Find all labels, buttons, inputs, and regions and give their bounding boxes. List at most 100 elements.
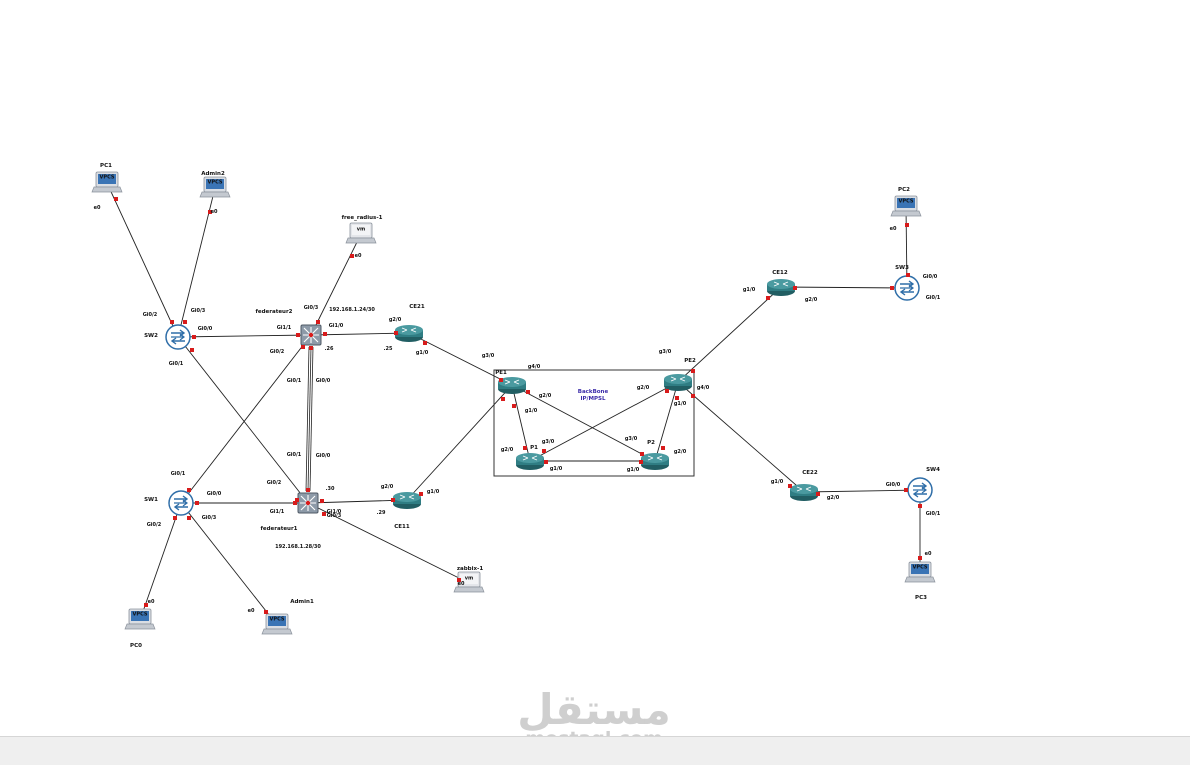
port-label-ce11_g20: g2/0 <box>381 484 394 490</box>
label-sw1: SW1 <box>144 497 158 503</box>
node-p1[interactable] <box>515 452 545 471</box>
port-label-ce22_g20: g2/0 <box>827 495 840 501</box>
port-dot-federateur1 <box>320 499 324 503</box>
link-pe2-ce22[interactable] <box>677 381 805 493</box>
link-federateur2-federateur1-2[interactable] <box>309 346 314 492</box>
node-ce22[interactable] <box>789 483 819 502</box>
label-pc1: PC1 <box>100 163 112 169</box>
link-p1-pe2[interactable] <box>529 381 679 462</box>
link-p2-pe2[interactable] <box>654 381 679 462</box>
label-admin1: Admin1 <box>290 599 314 605</box>
port-dot-federateur2 <box>316 320 320 324</box>
node-federateur1[interactable] <box>297 492 319 514</box>
port-dot-pe1 <box>501 397 505 401</box>
router-icon <box>392 491 422 510</box>
link-pe1-p1[interactable] <box>511 384 531 462</box>
vm-icon-text: vm <box>357 227 365 233</box>
link-pe2-ce12[interactable] <box>677 286 782 383</box>
link-ce12-sw3[interactable] <box>780 286 908 289</box>
link-sw1-admin1[interactable] <box>180 502 278 626</box>
link-federateur1-zabbix[interactable] <box>307 502 470 584</box>
router-icon <box>766 278 796 297</box>
port-label-pe1_g20: g2/0 <box>539 393 552 399</box>
label-federateur2: federateur2 <box>255 309 292 315</box>
link-sw1-pc0[interactable] <box>139 502 182 621</box>
port-dot-ce11 <box>391 498 395 502</box>
node-p2[interactable] <box>640 452 670 471</box>
port-dot-free_radius <box>350 254 354 258</box>
node-admin1[interactable]: VPCS <box>261 613 293 635</box>
port-label-sw1_g002: Gi0/2 <box>147 522 162 528</box>
node-pc3[interactable]: VPCS <box>904 561 936 583</box>
node-sw3[interactable] <box>894 275 920 301</box>
link-federateur2-federateur1-1[interactable] <box>307 346 312 492</box>
port-dot-federateur2 <box>296 333 300 337</box>
label-pc3: PC3 <box>915 595 927 601</box>
node-federateur2[interactable] <box>300 324 322 346</box>
port-label-fed2_g01: Gi0/1 <box>287 378 302 384</box>
status-bar <box>0 736 1190 765</box>
backbone-subtitle: IP/MPSL <box>580 396 606 402</box>
label-p2: P2 <box>647 440 655 446</box>
port-dot-trunk <box>309 346 313 350</box>
label-pe1: PE1 <box>495 370 507 376</box>
port-label-pc0_e0: e0 <box>148 599 155 605</box>
port-dot-admin2 <box>208 210 212 214</box>
label-pc2: PC2 <box>898 187 910 193</box>
node-sw1[interactable] <box>168 490 194 516</box>
port-label-sw2_g002: Gi0/2 <box>143 312 158 318</box>
node-sw2[interactable] <box>165 324 191 350</box>
link-free_radius-federateur2[interactable] <box>310 233 362 336</box>
label-sw3: SW3 <box>895 265 909 271</box>
port-label-pe1_g30: g3/0 <box>482 353 495 359</box>
link-federateur2-federateur1-0[interactable] <box>305 346 310 492</box>
link-federateur1-ce11[interactable] <box>307 499 408 504</box>
node-free_radius[interactable]: vm <box>345 222 377 244</box>
link-ce21-pe1[interactable] <box>408 332 513 386</box>
port-label-sw2_g001: Gi0/1 <box>169 361 184 367</box>
node-ce21[interactable] <box>394 324 424 343</box>
router-icon <box>640 452 670 471</box>
link-ce11-pe1[interactable] <box>406 384 513 501</box>
port-label-pe2_g20: g2/0 <box>637 385 650 391</box>
link-sw2-federateur1[interactable] <box>177 336 309 504</box>
node-ce11[interactable] <box>392 491 422 510</box>
port-dot-ce11 <box>419 492 423 496</box>
link-sw2-federateur2[interactable] <box>177 334 312 338</box>
node-ce12[interactable] <box>766 278 796 297</box>
link-pc1-sw2[interactable] <box>106 182 179 338</box>
router-icon <box>515 452 545 471</box>
label-sw2: SW2 <box>144 333 158 339</box>
port-label-ce11_ip: .29 <box>377 510 386 516</box>
port-dot-p1 <box>542 449 546 453</box>
link-federateur2-ce21[interactable] <box>310 332 410 336</box>
node-sw4[interactable] <box>907 477 933 503</box>
node-pc2[interactable]: VPCS <box>890 195 922 217</box>
node-admin2[interactable]: VPCS <box>199 176 231 198</box>
node-pe2[interactable] <box>663 373 693 392</box>
node-pc0[interactable]: VPCS <box>124 608 156 630</box>
vpcs-icon-text: VPCS <box>913 565 928 571</box>
port-label-sw2_g000: Gi0/0 <box>198 326 213 332</box>
port-dot-pe1 <box>499 378 503 382</box>
label-pc0: PC0 <box>130 643 142 649</box>
link-federateur2-sw1[interactable] <box>180 334 312 504</box>
port-dot-ce12 <box>793 286 797 290</box>
link-ce22-sw4[interactable] <box>803 489 921 493</box>
label-ce11: CE11 <box>394 524 410 530</box>
port-label-fed1_g01: Gi0/1 <box>287 452 302 458</box>
node-pc1[interactable]: VPCS <box>91 171 123 193</box>
label-ce22: CE22 <box>802 470 818 476</box>
watermark-arabic: مستقل <box>517 685 671 734</box>
label-p1: P1 <box>530 445 538 451</box>
port-label-zabbix_e0: e0 <box>458 581 465 587</box>
port-label-pe2_g30: g3/0 <box>659 349 672 355</box>
port-dot-trunk <box>306 488 310 492</box>
port-dot-federateur1 <box>293 501 297 505</box>
node-zabbix[interactable]: vm <box>453 571 485 593</box>
port-dot-zabbix <box>457 578 461 582</box>
link-pe1-p2[interactable] <box>511 384 656 462</box>
port-dot-pe2 <box>675 396 679 400</box>
